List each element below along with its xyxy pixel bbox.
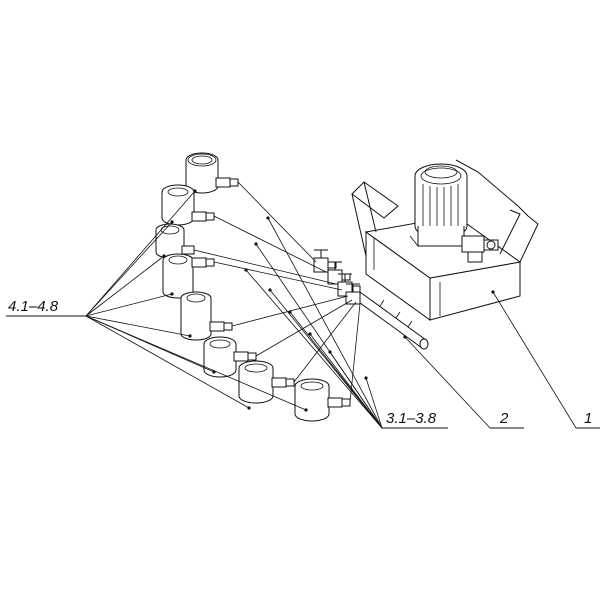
leaders-cylinders (6, 190, 307, 411)
pump-station (351, 159, 539, 321)
leaders-hoses (245, 217, 448, 429)
label-hoses: 3.1–3.8 (386, 410, 437, 427)
leader-pump (492, 291, 600, 429)
manifold (313, 249, 429, 350)
cylinder-4-4 (162, 253, 215, 299)
cylinder-4-6 (203, 336, 257, 378)
label-cylinders: 4.1–4.8 (8, 298, 59, 315)
cylinder-4-1 (185, 152, 239, 194)
cylinder-4-2 (161, 184, 215, 226)
leader-manifold (404, 336, 524, 429)
label-manifold: 2 (499, 410, 509, 427)
label-pump-station: 1 (584, 410, 592, 427)
cylinder-4-8 (294, 378, 351, 422)
cylinder-4-5 (180, 291, 233, 341)
